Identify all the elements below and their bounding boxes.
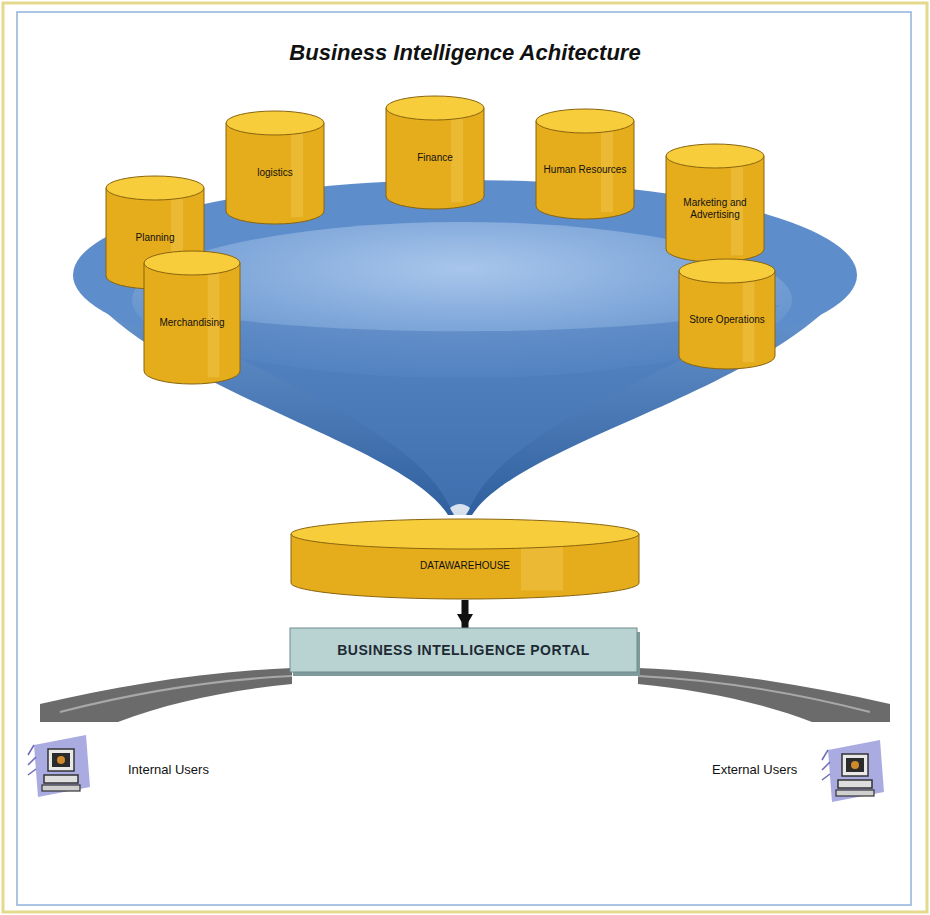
database-cylinder: Merchandising [143,250,241,385]
database-cylinder: Store Operations [678,258,776,370]
portal-box: BUSINESS INTELLIGENCE PORTAL [290,628,640,676]
store-label: logistics [231,167,319,179]
flow-arrow [462,600,469,628]
store-label: Store Operations [684,314,770,326]
store-label: DATAWAREHOUSE [296,560,634,572]
store-label: Marketing and Advertising [671,197,759,220]
database-cylinder: Finance [385,95,485,210]
user-flow-ribbon [40,668,292,722]
store-label: Finance [391,152,479,164]
portal-label: BUSINESS INTELLIGENCE PORTAL [298,642,629,658]
user-label: Internal Users [128,762,209,777]
outer-frame [3,3,927,912]
database-cylinder: Marketing and Advertising [665,143,765,263]
store-label: Planning [111,232,199,244]
computer-icon [822,740,884,802]
store-label: Human Resources [541,164,629,176]
database-cylinder: Human Resources [535,108,635,220]
user-flow-ribbon [638,668,890,722]
database-cylinder: logistics [225,110,325,225]
database-cylinder: DATAWAREHOUSE [290,518,640,600]
computer-icon [28,735,90,797]
user-label: External Users [712,762,797,777]
inner-frame [17,12,911,905]
diagram-title: Business Intelligence Achitecture [0,40,930,66]
cylinder-shape [290,518,640,600]
store-label: Merchandising [149,317,235,329]
